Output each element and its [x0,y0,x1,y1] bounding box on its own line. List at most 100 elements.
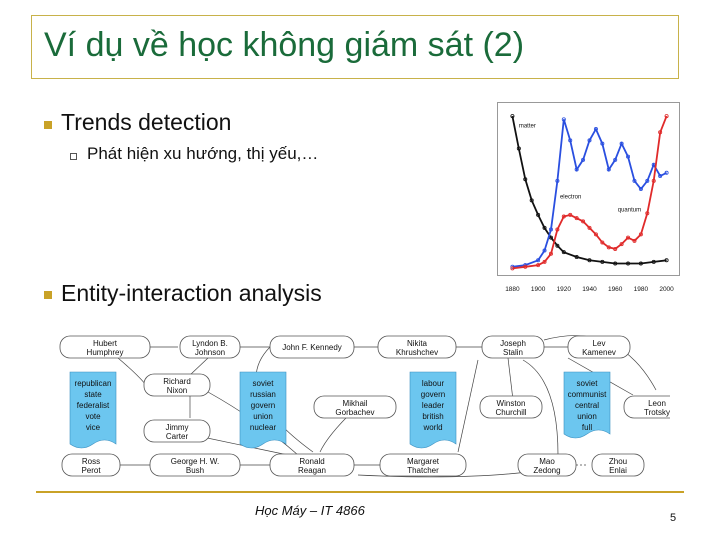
bullet-entity-interaction: Entity-interaction analysis [61,280,322,306]
topic-shape [563,371,611,439]
topic-word: republican [75,379,112,388]
data-point [664,258,669,263]
sub-bullet-trend-desc: Phát hiện xu hướng, thị yếu,… [87,144,319,163]
data-point [600,259,605,264]
series-label-quantum: quantum [618,208,641,214]
topic-word: govern [251,401,275,410]
data-point [548,251,553,256]
data-point [658,130,663,135]
topic-shape [239,371,287,449]
sub-bullet-marker [70,153,77,160]
graph-node-george: George H. W.Bush [149,453,241,477]
topic-word: union [577,412,597,421]
series-label-electron: electron [560,195,581,201]
data-point [568,212,573,217]
node-box [623,395,670,419]
node-label: Gorbachev [335,408,374,417]
node-box [149,453,241,477]
data-point [542,248,547,253]
node-label: Reagan [298,466,326,475]
node-label: Margaret [407,457,440,466]
node-label: Khrushchev [396,348,438,357]
node-label: George H. W. [171,457,219,466]
node-box [269,335,355,359]
slide-title: Ví dụ về học không giám sát (2) [44,26,525,64]
data-point [574,167,579,172]
data-point [613,261,618,266]
node-label: Carter [166,432,189,441]
series-line-electron [512,119,668,268]
data-point [523,264,528,269]
data-point [523,177,528,182]
x-tick-label: 1960 [608,286,623,293]
series-electron [510,117,669,269]
topic-shape [409,371,457,449]
node-box [143,419,211,443]
series-matter [510,114,669,266]
topic-word: vote [85,412,101,421]
node-label: Mikhail [343,399,368,408]
node-box [61,453,121,477]
bullet-marker-1 [44,121,52,129]
node-box [591,453,645,477]
data-point [593,232,598,237]
node-box [481,335,545,359]
node-label: Thatcher [407,466,439,475]
x-tick-label: 1880 [505,286,520,293]
data-point [536,212,541,217]
bullet-trends-detection: Trends detection [61,109,232,135]
data-point [664,170,669,175]
data-point [651,259,656,264]
topic-word: labour [422,379,445,388]
data-point [542,259,547,264]
node-label: Johnson [195,348,225,357]
data-point [626,235,631,240]
data-point [581,157,586,162]
node-label: Nikita [407,339,428,348]
topic-word: govern [421,390,445,399]
series-line-quantum [512,115,668,270]
node-label: Ronald [299,457,324,466]
node-label: Enlai [609,466,627,475]
data-point [561,250,566,255]
node-box [313,395,397,419]
node-box [59,335,151,359]
data-point [510,266,515,271]
series-label-matter: matter [519,123,536,129]
topic-word: british [422,412,443,421]
data-point [664,114,669,119]
node-label: Bush [186,466,204,475]
page-number: 5 [670,512,677,524]
data-point [574,255,579,260]
topic-word: world [422,423,442,432]
data-point [645,211,650,216]
data-point [536,258,541,263]
node-box [479,395,543,419]
data-point [555,243,560,248]
topic-word: soviet [253,379,275,388]
topic-word: soviet [577,379,599,388]
data-point [555,178,560,183]
data-point [587,138,592,143]
node-label: Stalin [503,348,523,357]
node-label: Leon [648,399,666,408]
graph-node-jfk: John F. Kennedy [269,335,355,359]
graph-node-lyndon: Lyndon B.Johnson [179,335,241,359]
footer-divider [36,491,684,493]
node-label: Ross [82,457,100,466]
x-tick-label: 1920 [557,286,572,293]
node-box [377,335,457,359]
